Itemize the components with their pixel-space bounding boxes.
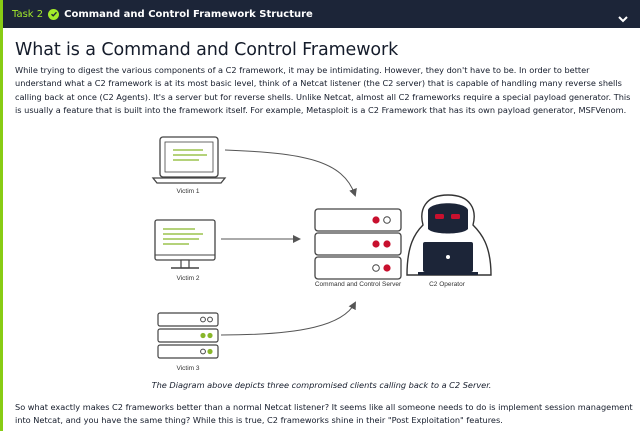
task-header[interactable]: Task 2 Command and Control Framework Str… <box>3 0 640 28</box>
victim2-label: Victim 2 <box>177 275 200 282</box>
laptop-icon <box>151 136 227 184</box>
diagram-caption: The Diagram above depicts three compromi… <box>151 380 492 390</box>
task-content: What is a Command and Control Framework … <box>15 34 635 118</box>
hacker-icon <box>406 194 492 276</box>
victim1-label: Victim 1 <box>177 188 200 195</box>
c2-diagram: Victim 1 Victim 2 <box>3 125 640 375</box>
monitor-icon <box>154 219 216 269</box>
server-icon <box>314 208 402 280</box>
check-circle-icon <box>48 8 60 20</box>
task-number: Task 2 <box>12 8 44 20</box>
victim3-label: Victim 3 <box>177 365 200 372</box>
server-icon <box>157 312 219 359</box>
followup-paragraph: So what exactly makes C2 frameworks bett… <box>15 402 633 426</box>
page-heading: What is a Command and Control Framework <box>15 40 399 60</box>
arrow-victim3 <box>220 301 356 336</box>
operator-label: C2 Operator <box>429 281 466 288</box>
chevron-down-icon[interactable] <box>618 8 628 27</box>
task-title: Command and Control Framework Structure <box>64 8 313 20</box>
intro-paragraph: While trying to digest the various compo… <box>15 65 631 116</box>
arrow-victim1 <box>224 149 357 197</box>
server-label: Command and Control Server <box>315 281 402 288</box>
